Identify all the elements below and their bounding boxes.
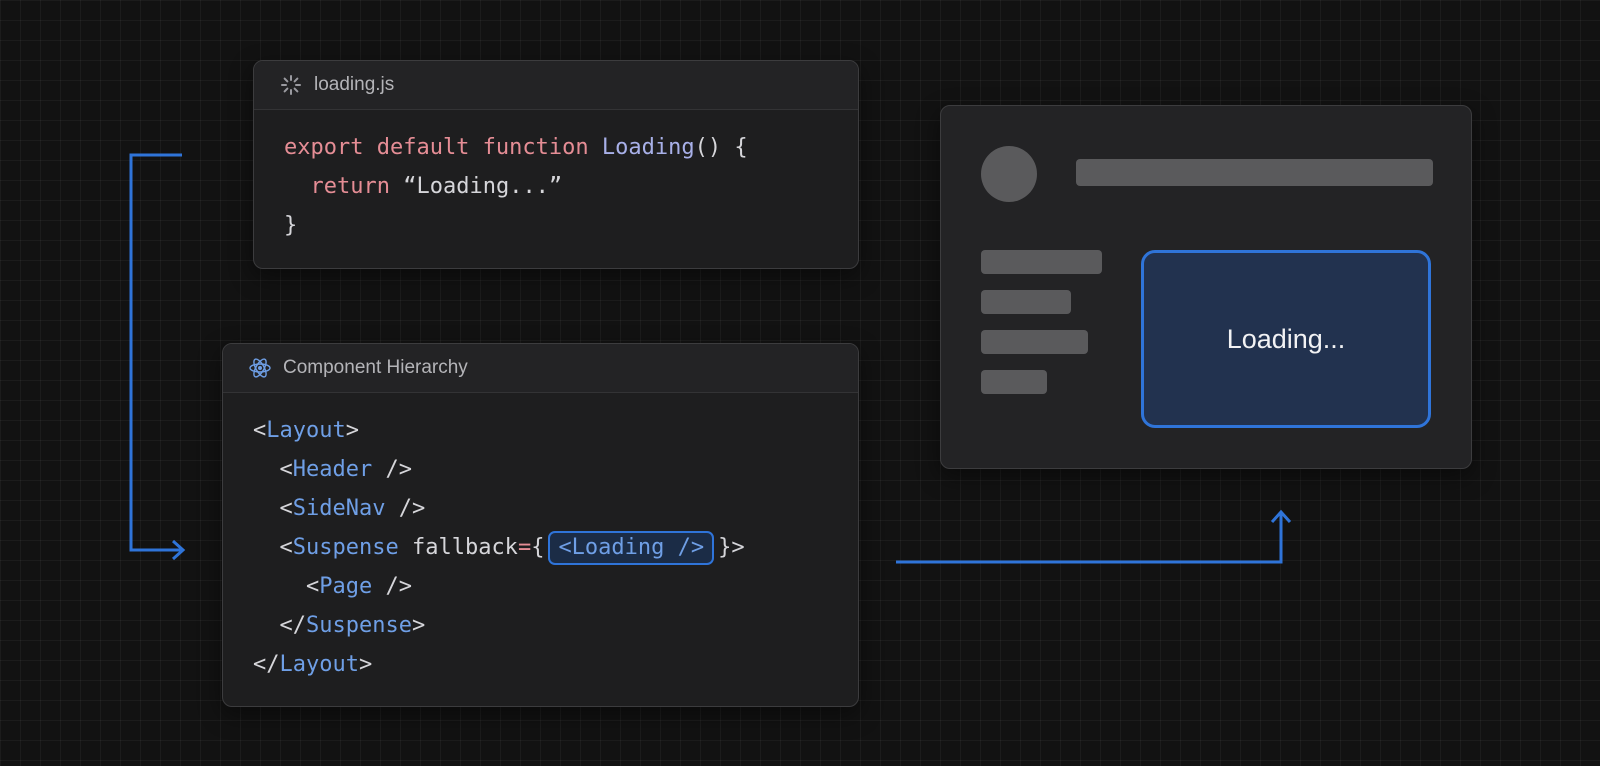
sidenav-skeleton-2 bbox=[981, 290, 1071, 314]
return-keyword: return bbox=[310, 174, 390, 199]
spinner-icon bbox=[280, 74, 302, 96]
signature-tail: () { bbox=[694, 135, 748, 160]
loading-js-header: loading.js bbox=[254, 61, 858, 110]
tag-suspense-close: Suspense bbox=[306, 613, 412, 638]
ui-preview-card: Loading... bbox=[940, 105, 1472, 469]
tag-header: Header bbox=[292, 457, 373, 482]
code-header: <Header /> bbox=[279, 457, 412, 482]
loading-js-code: export default function Loading() { retu… bbox=[254, 110, 858, 245]
react-atom-icon bbox=[249, 357, 271, 379]
tag-layout-close: Layout bbox=[279, 652, 359, 677]
tag-sidenav: SideNav bbox=[292, 496, 386, 521]
left-arrowhead bbox=[171, 539, 186, 561]
closing-brace: } bbox=[284, 213, 298, 238]
function-name: Loading bbox=[601, 135, 695, 160]
right-connector-arrow bbox=[896, 512, 1283, 564]
component-hierarchy-card: Component Hierarchy <Layout> <Header /> … bbox=[222, 343, 859, 707]
tag-suspense: Suspense bbox=[292, 535, 399, 560]
return-value: “Loading...” bbox=[403, 174, 563, 199]
fallback-attr: fallback bbox=[411, 535, 518, 560]
code-page: <Page /> bbox=[305, 574, 412, 599]
code-layout-open: <Layout> bbox=[253, 418, 359, 443]
code-line-3: } bbox=[284, 206, 858, 245]
avatar-placeholder bbox=[981, 146, 1037, 202]
tag-page: Page bbox=[319, 574, 373, 599]
component-hierarchy-header: Component Hierarchy bbox=[223, 344, 858, 393]
export-keyword: export default function bbox=[284, 135, 589, 160]
code-line-2: return “Loading...” bbox=[284, 167, 858, 206]
header-skeleton bbox=[1076, 159, 1433, 186]
loading-text: Loading... bbox=[1226, 323, 1346, 354]
loading-js-title: loading.js bbox=[314, 74, 395, 95]
tag-layout: Layout bbox=[266, 418, 346, 443]
code-suspense-close: </Suspense> bbox=[279, 613, 426, 638]
code-line-1: export default function Loading() { bbox=[284, 128, 858, 167]
right-arrowhead bbox=[1270, 509, 1292, 524]
left-bracket-arrow bbox=[129, 153, 182, 552]
component-hierarchy-title: Component Hierarchy bbox=[283, 357, 468, 378]
code-sidenav: <SideNav /> bbox=[279, 496, 426, 521]
loading-js-card: loading.js export default function Loadi… bbox=[253, 60, 859, 269]
component-hierarchy-code: <Layout> <Header /> <SideNav /> <Suspens… bbox=[223, 393, 858, 684]
sidenav-skeleton-3 bbox=[981, 330, 1088, 354]
code-layout-close: </Layout> bbox=[253, 652, 373, 677]
loading-fallback-box: Loading... bbox=[1141, 250, 1431, 428]
sidenav-skeleton-1 bbox=[981, 250, 1102, 274]
loading-component-highlight: <Loading /> bbox=[548, 531, 715, 565]
sidenav-skeleton-4 bbox=[981, 370, 1047, 394]
code-suspense-open: <Suspense fallback={<Loading />}> bbox=[253, 528, 858, 567]
